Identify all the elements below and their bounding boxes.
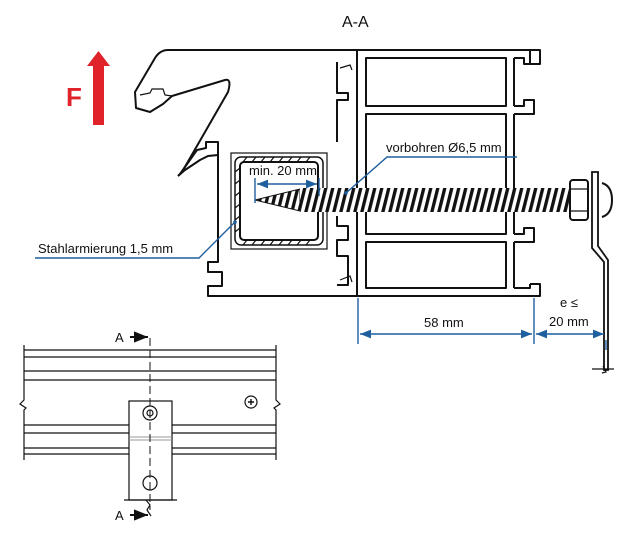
dimension-extension-lines [357,298,607,350]
section-title: A-A [342,14,369,31]
anchor-bracket [591,171,609,371]
profile-top-edge [168,49,541,65]
screw-hex-head [569,179,589,221]
profile-left-wall [207,142,541,297]
inner-clip-tooth-lower [339,275,353,283]
predrill-label: vorbohren Ø6,5 mm [386,140,502,155]
right-groove-1 [514,50,531,65]
force-label: F [66,82,82,112]
inner-clip-upper [336,62,349,142]
chamber-1 [365,57,507,107]
screw-head-facets [570,188,588,212]
right-groove-3 [514,227,535,243]
right-groove-2 [514,99,535,115]
reinforcement-label: Stahlarmierung 1,5 mm [38,241,173,256]
chamber-2 [365,113,507,235]
bracket-break-mark [592,365,614,374]
inner-clip-tooth-upper [339,64,353,71]
section-marker-top: A [115,330,124,345]
force-arrow-shaft [93,66,104,125]
reinforcement-hatching [234,156,311,246]
dimension-e-label-line1: e ≤ [560,295,578,310]
glazing-bead-outline [134,49,231,177]
plan-right-break [273,345,281,460]
dimension-e-label-line2: 20 mm [549,314,589,329]
min-depth-extension-lines [254,178,320,203]
right-groove-4 [514,284,531,289]
screw-shank [300,188,570,212]
screw-tip [254,188,301,212]
force-arrow-head [87,51,110,66]
section-marker-bottom: A [115,508,124,523]
reinforcement-leader [35,221,236,259]
predrill-leader [345,156,517,194]
bead-clip [139,88,173,97]
reinforcement-leader-dot [233,220,237,224]
inner-clip-lower [336,216,349,286]
predrill-leader-dot [344,191,348,195]
screw-washer [601,182,614,218]
window-profile [134,49,541,297]
force-arrow [87,51,110,125]
min-depth-label: min. 20 mm [249,163,317,178]
plan-fastener-cross [248,399,254,405]
plan-rail-lower [24,424,276,455]
plan-fastener-icon [244,395,258,409]
screw [254,179,614,221]
plan-view [19,331,281,521]
plan-bracket-break [145,499,152,517]
dimension-58mm-label: 58 mm [424,315,464,330]
chamber-3 [365,241,507,289]
bead-lower-clip [177,141,219,177]
plan-left-break [19,345,27,460]
